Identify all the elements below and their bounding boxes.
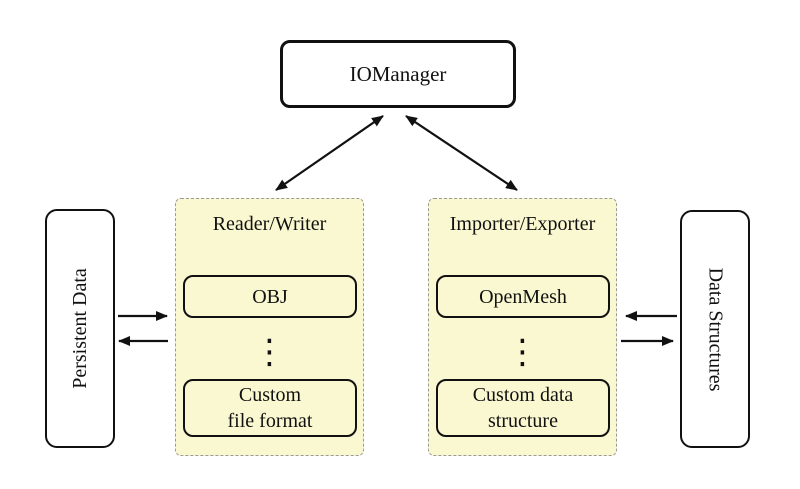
node-data-structures-label: Data Structures xyxy=(704,267,727,391)
node-iomanager: IOManager xyxy=(280,40,516,108)
node-custom-data-structure-line1: Custom data xyxy=(472,384,574,406)
node-custom-data-structure: Custom data structure xyxy=(436,379,610,437)
node-openmesh-label: OpenMesh xyxy=(479,285,567,308)
node-openmesh: OpenMesh xyxy=(436,275,610,318)
node-custom-file-format: Custom file format xyxy=(183,379,357,437)
vertical-ellipsis: ⋮ xyxy=(252,332,287,372)
arrow-iomanager-readerwriter xyxy=(275,115,384,191)
node-custom-file-format-line1: Custom xyxy=(238,384,302,406)
node-data-structures: Data Structures xyxy=(680,210,750,448)
node-custom-data-structure-line2: structure xyxy=(488,410,558,432)
node-obj-label: OBJ xyxy=(252,285,288,308)
node-persistent-data: Persistent Data xyxy=(45,209,115,448)
node-custom-file-format-line2: file format xyxy=(227,410,313,432)
node-persistent-data-label: Persistent Data xyxy=(68,268,91,389)
panel-reader-writer: Reader/Writer OBJ ⋮ Custom file format xyxy=(175,198,364,456)
node-iomanager-label: IOManager xyxy=(349,61,447,86)
panel-importer-exporter: Importer/Exporter OpenMesh ⋮ Custom data… xyxy=(428,198,617,456)
arrow-iomanager-importerexporter xyxy=(405,115,518,191)
vertical-ellipsis: ⋮ xyxy=(505,332,540,372)
panel-reader-writer-title: Reader/Writer xyxy=(212,213,327,235)
node-obj: OBJ xyxy=(183,275,357,318)
panel-importer-exporter-title: Importer/Exporter xyxy=(449,213,596,235)
